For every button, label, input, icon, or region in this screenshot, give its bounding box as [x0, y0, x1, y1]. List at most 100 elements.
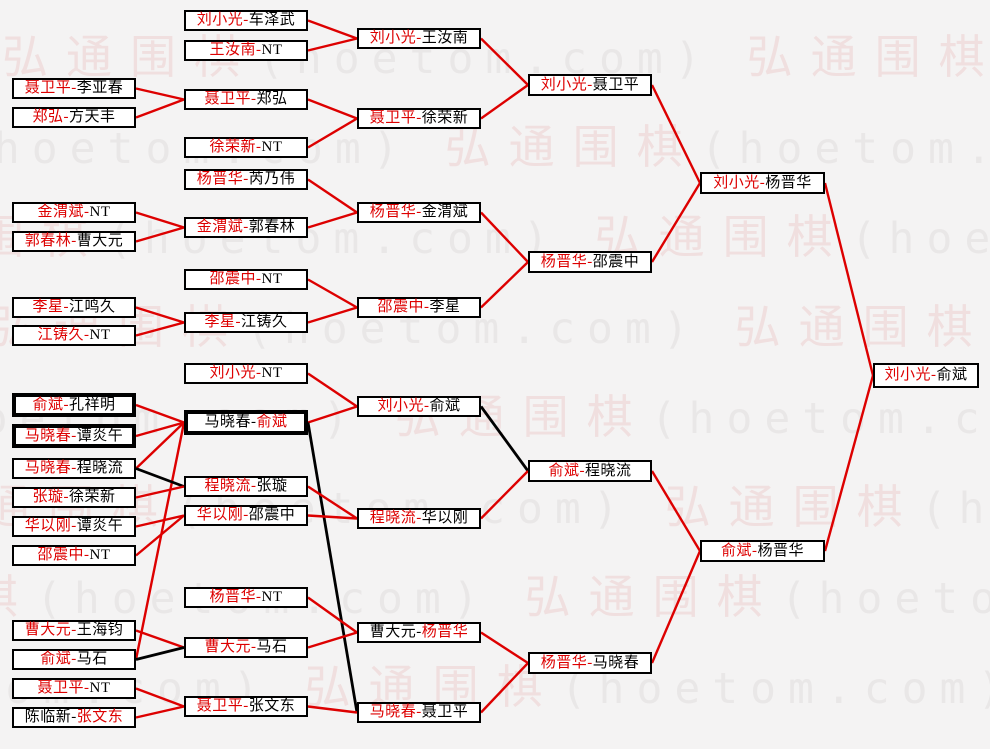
winner-advance-line [480, 470, 529, 520]
match-box-yu-kong: 俞斌-孔祥明 [12, 393, 136, 417]
player1-name: 聂卫平- [196, 698, 249, 714]
player2-name: 李亚春 [76, 80, 124, 96]
player2-name: 孔祥明 [68, 396, 116, 413]
player1-name: 刘小光- [369, 30, 422, 46]
player2-name: 徐荣新 [421, 110, 469, 126]
player1-name: 马晓春- [24, 460, 77, 476]
player2-name: 马石 [256, 639, 288, 655]
player1-name: 俞斌- [548, 462, 585, 479]
match-box-li-jiangming: 李星-江鸣久 [12, 297, 136, 318]
match-box-guo-cao: 郭春林-曹大元 [12, 231, 136, 252]
winner-advance-line [307, 514, 358, 520]
match-box-yang-shao: 杨晋华-邵震中 [528, 251, 652, 273]
player2-name: 杨晋华 [765, 174, 812, 191]
match-box-nie-xu: 聂卫平-徐荣新 [357, 108, 481, 129]
player2-name: 江铸久 [240, 314, 288, 330]
player1-name: 聂卫平- [369, 110, 422, 126]
player2-name: 程晓流 [584, 462, 632, 479]
player1-name: 马晓春- [24, 427, 77, 444]
winner-advance-line [650, 182, 702, 263]
player1-name: 郭春林- [24, 233, 77, 249]
winner-advance-line [480, 37, 529, 86]
match-box-liu-wang: 刘小光-王汝南 [357, 28, 481, 49]
match-box-yu-yang: 俞斌-杨晋华 [700, 540, 825, 562]
player1-name: 杨晋华- [209, 589, 262, 605]
player2-name: 杨晋华 [421, 624, 469, 640]
match-box-yu-cheng: 俞斌-程晓流 [528, 460, 652, 482]
player1-name: 马晓春- [369, 704, 422, 720]
match-box-zhang-xu: 张璇-徐荣新 [12, 487, 136, 508]
watermark-unit: 弘通围棋(hoetom.com) [664, 482, 990, 534]
match-box-hua-shao: 华以刚-邵震中 [184, 505, 308, 526]
match-box-hua-tan: 华以刚-谭炎午 [12, 516, 136, 537]
winner-advance-line [135, 514, 185, 557]
player1-name: 聂卫平- [24, 80, 77, 96]
watermark-unit: 弘通围棋(hoetom.com) [746, 32, 990, 83]
player1-name: 杨晋华- [369, 204, 422, 220]
player1-name: 曹大元- [204, 639, 257, 655]
match-box-ma-tan: 马晓春-谭炎午 [12, 424, 136, 448]
match-box-nie-zheng: 聂卫平-郑弘 [184, 89, 308, 110]
winner-advance-line [307, 405, 358, 424]
winner-advance-line [135, 705, 185, 719]
player2-name: 华以刚 [421, 510, 469, 526]
player1-name: 陈临新- [24, 709, 77, 725]
winner-advance-line [650, 470, 702, 552]
watermark-unit: 弘通围棋(hoetom.com) [734, 302, 990, 353]
player2-name: 俞斌 [429, 398, 461, 414]
match-box-cao-mashi: 曹大元-马石 [184, 637, 308, 658]
winner-advance-line [650, 84, 702, 184]
winner-advance-line [307, 211, 358, 229]
winner-advance-line [823, 182, 875, 376]
match-box-cheng-zhang: 程晓流-张璇 [184, 476, 308, 497]
player2-name: 谭炎午 [76, 427, 124, 444]
match-box-yang-ma: 杨晋华-马晓春 [528, 652, 652, 674]
player1-name: 俞斌- [40, 651, 77, 667]
player1-name: 邵震中- [377, 299, 430, 315]
match-box-cao-yang: 曹大元-杨晋华 [357, 622, 481, 643]
match-box-yu-mashi: 俞斌-马石 [12, 649, 136, 670]
player2-name: 俞斌 [256, 414, 288, 430]
match-box-yang-nt: 杨晋华-NT [184, 587, 308, 608]
player1-name: 刘小光- [884, 367, 937, 383]
player1-name: 张璇- [32, 489, 69, 505]
player1-name: 江铸久- [37, 327, 90, 343]
player1-name: 杨晋华- [196, 171, 249, 187]
player2-name: NT [261, 42, 283, 58]
player1-name: 曹大元- [24, 622, 77, 638]
player1-name: 程晓流- [369, 510, 422, 526]
match-box-jiangzhu-nt: 江铸久-NT [12, 325, 136, 346]
match-box-final: 刘小光-俞斌 [873, 363, 979, 388]
player2-name: 马石 [76, 651, 108, 667]
player2-name: 金渭斌 [421, 204, 469, 220]
player2-name: 马晓春 [592, 654, 640, 671]
player2-name: NT [261, 365, 283, 381]
player2-name: 郑弘 [256, 91, 288, 107]
player1-name: 邵震中- [37, 547, 90, 563]
player1-name: 刘小光- [196, 12, 249, 28]
winner-advance-line [307, 37, 358, 52]
match-box-li-jiangzhu: 李星-江铸久 [184, 312, 308, 333]
player2-name: 郭春林 [248, 219, 296, 235]
player2-name: 王汝南 [421, 30, 469, 46]
player2-name: 徐荣新 [68, 489, 116, 505]
winner-advance-line [135, 306, 185, 324]
player1-name: 刘小光- [540, 76, 593, 93]
player1-name: 俞斌- [720, 542, 758, 559]
player1-name: 刘小光- [377, 398, 430, 414]
player2-name: 俞斌 [936, 367, 968, 383]
winner-advance-line [135, 629, 185, 649]
match-box-nie-zhangwen: 聂卫平-张文东 [184, 696, 308, 717]
player2-name: 张文东 [76, 709, 124, 725]
match-box-liu-yang: 刘小光-杨晋华 [700, 172, 825, 194]
winner-advance-line [307, 98, 358, 120]
player1-name: 金渭斌- [37, 204, 90, 220]
winner-advance-line [135, 87, 185, 101]
winner-advance-line [135, 403, 185, 424]
match-box-cheng-hua: 程晓流-华以刚 [357, 508, 481, 529]
player2-name: NT [89, 680, 111, 696]
player2-name: 江鸣久 [68, 299, 116, 315]
loser-drop-line [306, 422, 359, 713]
